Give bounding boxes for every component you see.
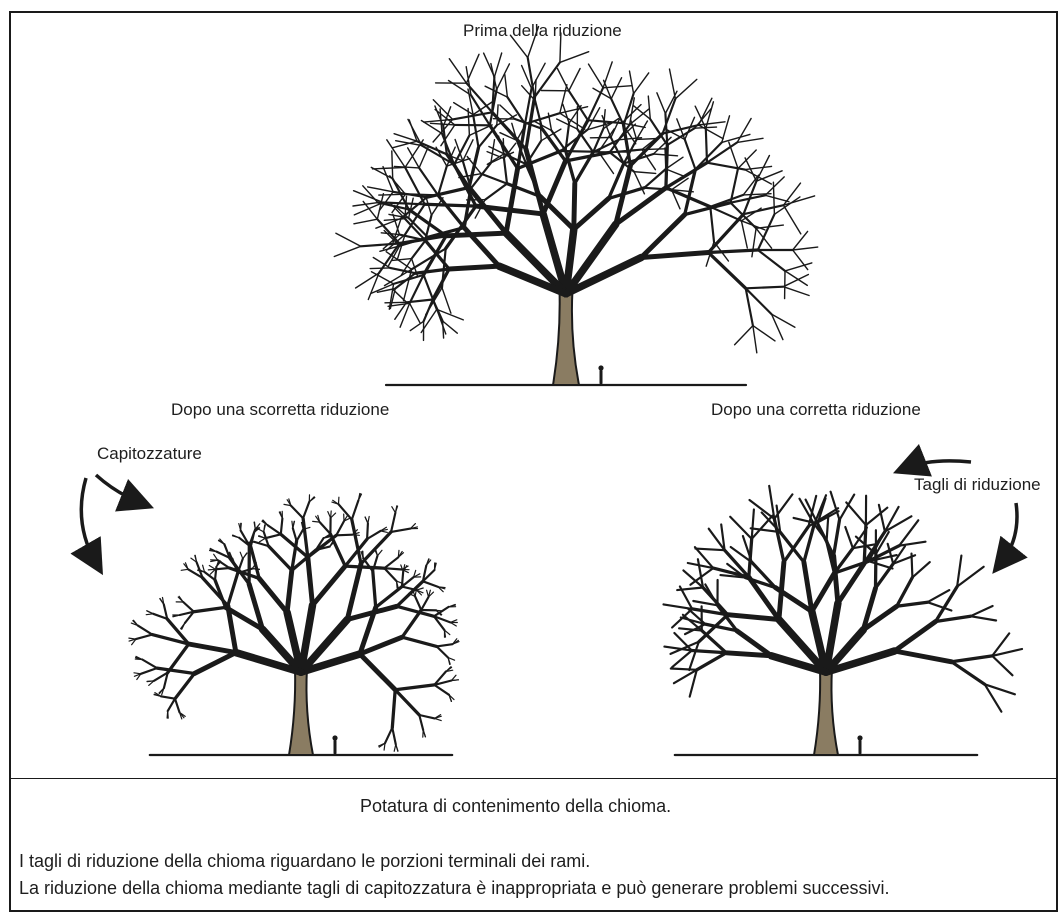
capitozzature-arrow-lower	[70, 477, 103, 576]
label-incorrect-reduction: Dopo una scorretta riduzione	[171, 400, 390, 419]
figure-frame: Prima della riduzione Dopo una scorretta…	[9, 11, 1058, 912]
tree-correct-reduction	[662, 484, 1024, 757]
arrows	[70, 443, 1028, 576]
divider	[11, 778, 1056, 779]
label-tagli-di-riduzione: Tagli di riduzione	[914, 475, 1041, 494]
tree-incorrect-reduction	[128, 492, 460, 757]
capitozzature-arrow-upper	[94, 473, 154, 512]
caption-title: Potatura di contenimento della chioma.	[360, 796, 672, 816]
tagli-arrow-upper	[892, 443, 972, 477]
label-before-reduction: Prima della riduzione	[463, 21, 622, 40]
tagli-arrow-lower	[992, 502, 1028, 574]
label-correct-reduction: Dopo una corretta riduzione	[711, 400, 921, 419]
tree-before-reduction	[333, 25, 819, 387]
label-capitozzature: Capitozzature	[97, 444, 202, 463]
caption-line-1: I tagli di riduzione della chioma riguar…	[19, 851, 591, 871]
caption-line-2: La riduzione della chioma mediante tagli…	[19, 878, 890, 898]
